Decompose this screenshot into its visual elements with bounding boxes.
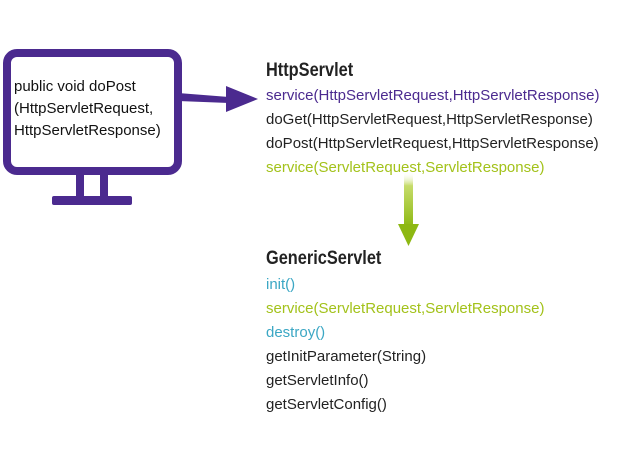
httpservlet-method: doGet(HttpServletRequest,HttpServletResp… — [266, 111, 593, 128]
genericservlet-method: service(ServletRequest,ServletResponse) — [266, 300, 545, 317]
genericservlet-method: getInitParameter(String) — [266, 348, 427, 365]
monitor-leg-left — [76, 171, 84, 197]
genericservlet-method: getServletConfig() — [266, 396, 387, 413]
monitor-screen — [3, 49, 182, 175]
httpservlet-method: doPost(HttpServletRequest,HttpServletRes… — [266, 135, 599, 152]
arrow-right-icon — [178, 86, 258, 112]
genericservlet-title: GenericServlet — [266, 248, 382, 269]
genericservlet-method: destroy() — [266, 324, 326, 341]
httpservlet-method-list: service(HttpServletRequest,HttpServletRe… — [266, 84, 599, 180]
monitor-code-line: HttpServletResponse) — [14, 122, 161, 139]
httpservlet-method: service(HttpServletRequest,HttpServletRe… — [266, 87, 600, 104]
monitor-code-text: public void doPost (HttpServletRequest, … — [14, 76, 174, 142]
genericservlet-method: init() — [266, 276, 296, 293]
monitor-icon — [3, 49, 182, 205]
httpservlet-method: service(ServletRequest,ServletResponse) — [266, 159, 545, 176]
monitor-leg-right — [100, 171, 108, 197]
monitor-code-line: public void doPost — [14, 78, 136, 95]
genericservlet-method-list: init() service(ServletRequest,ServletRes… — [266, 273, 544, 417]
genericservlet-method: getServletInfo() — [266, 372, 369, 389]
monitor-base — [52, 196, 132, 205]
httpservlet-title: HttpServlet — [266, 60, 354, 81]
arrow-down-icon — [398, 172, 419, 246]
monitor-code-line: (HttpServletRequest, — [14, 100, 154, 117]
